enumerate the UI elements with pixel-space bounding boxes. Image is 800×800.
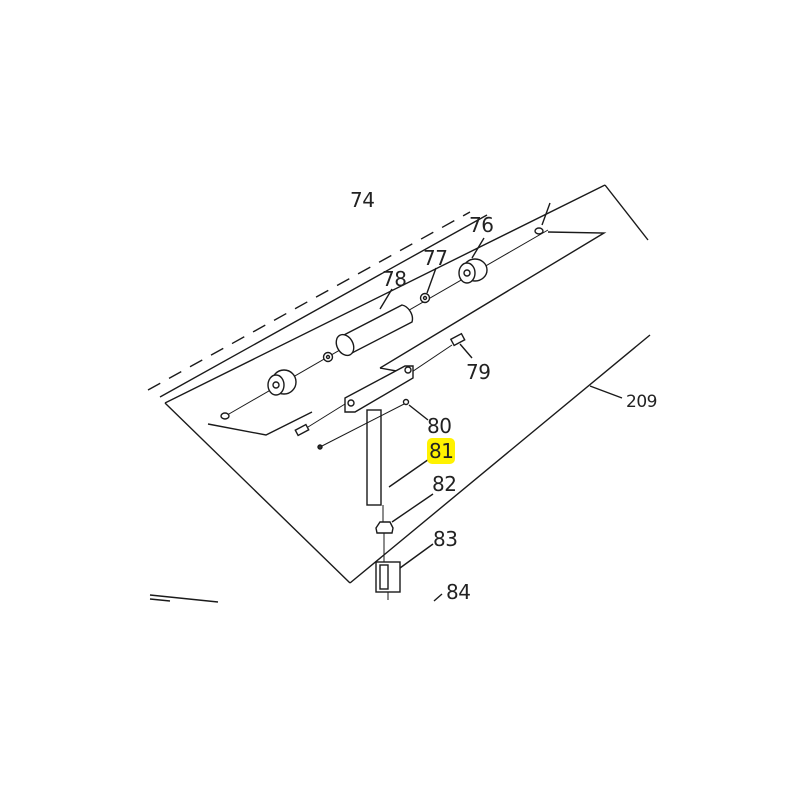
part-77-leader (426, 267, 437, 294)
dashed-boundary-line (147, 211, 471, 391)
part-77-nut (419, 292, 431, 304)
callout-209: 209 (626, 392, 657, 412)
callout-74: 74 (350, 188, 375, 212)
part-81-t-frame (344, 365, 433, 506)
part-83-foot (375, 533, 434, 600)
callout-83: 83 (433, 527, 458, 551)
left-screw (294, 398, 429, 450)
callout-84: 84 (446, 580, 471, 604)
part-78-leader (379, 288, 393, 310)
callout-76: 76 (469, 213, 494, 237)
part-76-bushing (458, 258, 488, 284)
part-82-cap (375, 493, 434, 534)
part-78-tube (335, 304, 414, 357)
callout-80: 80 (427, 414, 452, 438)
callout-77: 77 (423, 246, 448, 270)
part-209-leader (589, 385, 623, 399)
part-84-leader (433, 593, 443, 602)
left-bushing (267, 369, 297, 396)
callout-82: 82 (432, 472, 457, 496)
callout-81-highlighted: 81 (427, 438, 456, 464)
callout-79: 79 (466, 360, 491, 384)
part-76-leader (471, 237, 485, 259)
callout-78: 78 (382, 267, 407, 291)
end-pins (220, 202, 551, 420)
frame-lines (149, 184, 651, 603)
left-nut (322, 351, 334, 363)
highlight-marker: 81 (427, 438, 456, 464)
